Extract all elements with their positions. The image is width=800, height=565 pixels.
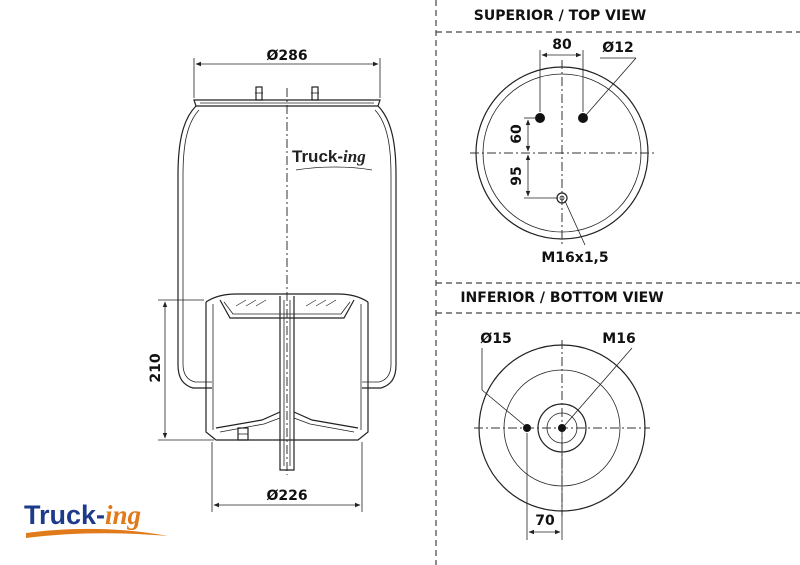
top-stud-hole-left bbox=[535, 113, 545, 123]
piston bbox=[205, 293, 369, 471]
bellows bbox=[177, 105, 397, 389]
svg-text:Truck-ing: Truck-ing bbox=[24, 500, 141, 530]
top-view: SUPERIOR / TOP VIEW 80 Ø12 60 95 M16x1,5 bbox=[470, 8, 654, 266]
hole-diameter-label: Ø12 bbox=[602, 40, 633, 56]
top-diameter-label: Ø286 bbox=[266, 48, 307, 64]
bottom-hole bbox=[523, 424, 531, 432]
top-view-title: SUPERIOR / TOP VIEW bbox=[474, 8, 646, 24]
svg-text:Truck-ing: Truck-ing bbox=[292, 147, 366, 166]
dim-bottom-diameter: Ø226 bbox=[211, 442, 363, 512]
bottom-center-thread bbox=[558, 424, 566, 432]
bellows-brand: Truck-ing bbox=[292, 147, 373, 171]
height-label: 210 bbox=[148, 353, 164, 382]
top-stud-left bbox=[255, 86, 263, 101]
bottom-thread-label: M16 bbox=[602, 331, 635, 347]
side-view: Ø286 210 Ø226 Truck-ing bbox=[148, 48, 397, 512]
logo-main-text: Truck- bbox=[24, 500, 105, 530]
thread-label: M16x1,5 bbox=[541, 250, 608, 266]
top-stud-right bbox=[311, 86, 319, 101]
brand-logo: Truck-ing bbox=[24, 500, 168, 538]
stud-spacing-label: 80 bbox=[552, 37, 572, 53]
logo-swoosh bbox=[26, 528, 168, 538]
offset-lower-label: 95 bbox=[509, 166, 525, 185]
bottom-diameter-label: Ø226 bbox=[266, 488, 307, 504]
logo-accent-text: ing bbox=[105, 500, 141, 530]
offset-upper-label: 60 bbox=[509, 124, 525, 144]
bottom-view-title: INFERIOR / BOTTOM VIEW bbox=[460, 290, 663, 306]
bottom-view: INFERIOR / BOTTOM VIEW Ø15 M16 70 bbox=[460, 290, 664, 540]
view-separators bbox=[435, 0, 800, 565]
bottom-hole-diameter-label: Ø15 bbox=[480, 331, 511, 347]
bottom-offset-label: 70 bbox=[535, 513, 555, 529]
top-stud-hole-right bbox=[578, 113, 588, 123]
dim-top-diameter: Ø286 bbox=[193, 48, 381, 98]
dim-height: 210 bbox=[148, 299, 214, 441]
